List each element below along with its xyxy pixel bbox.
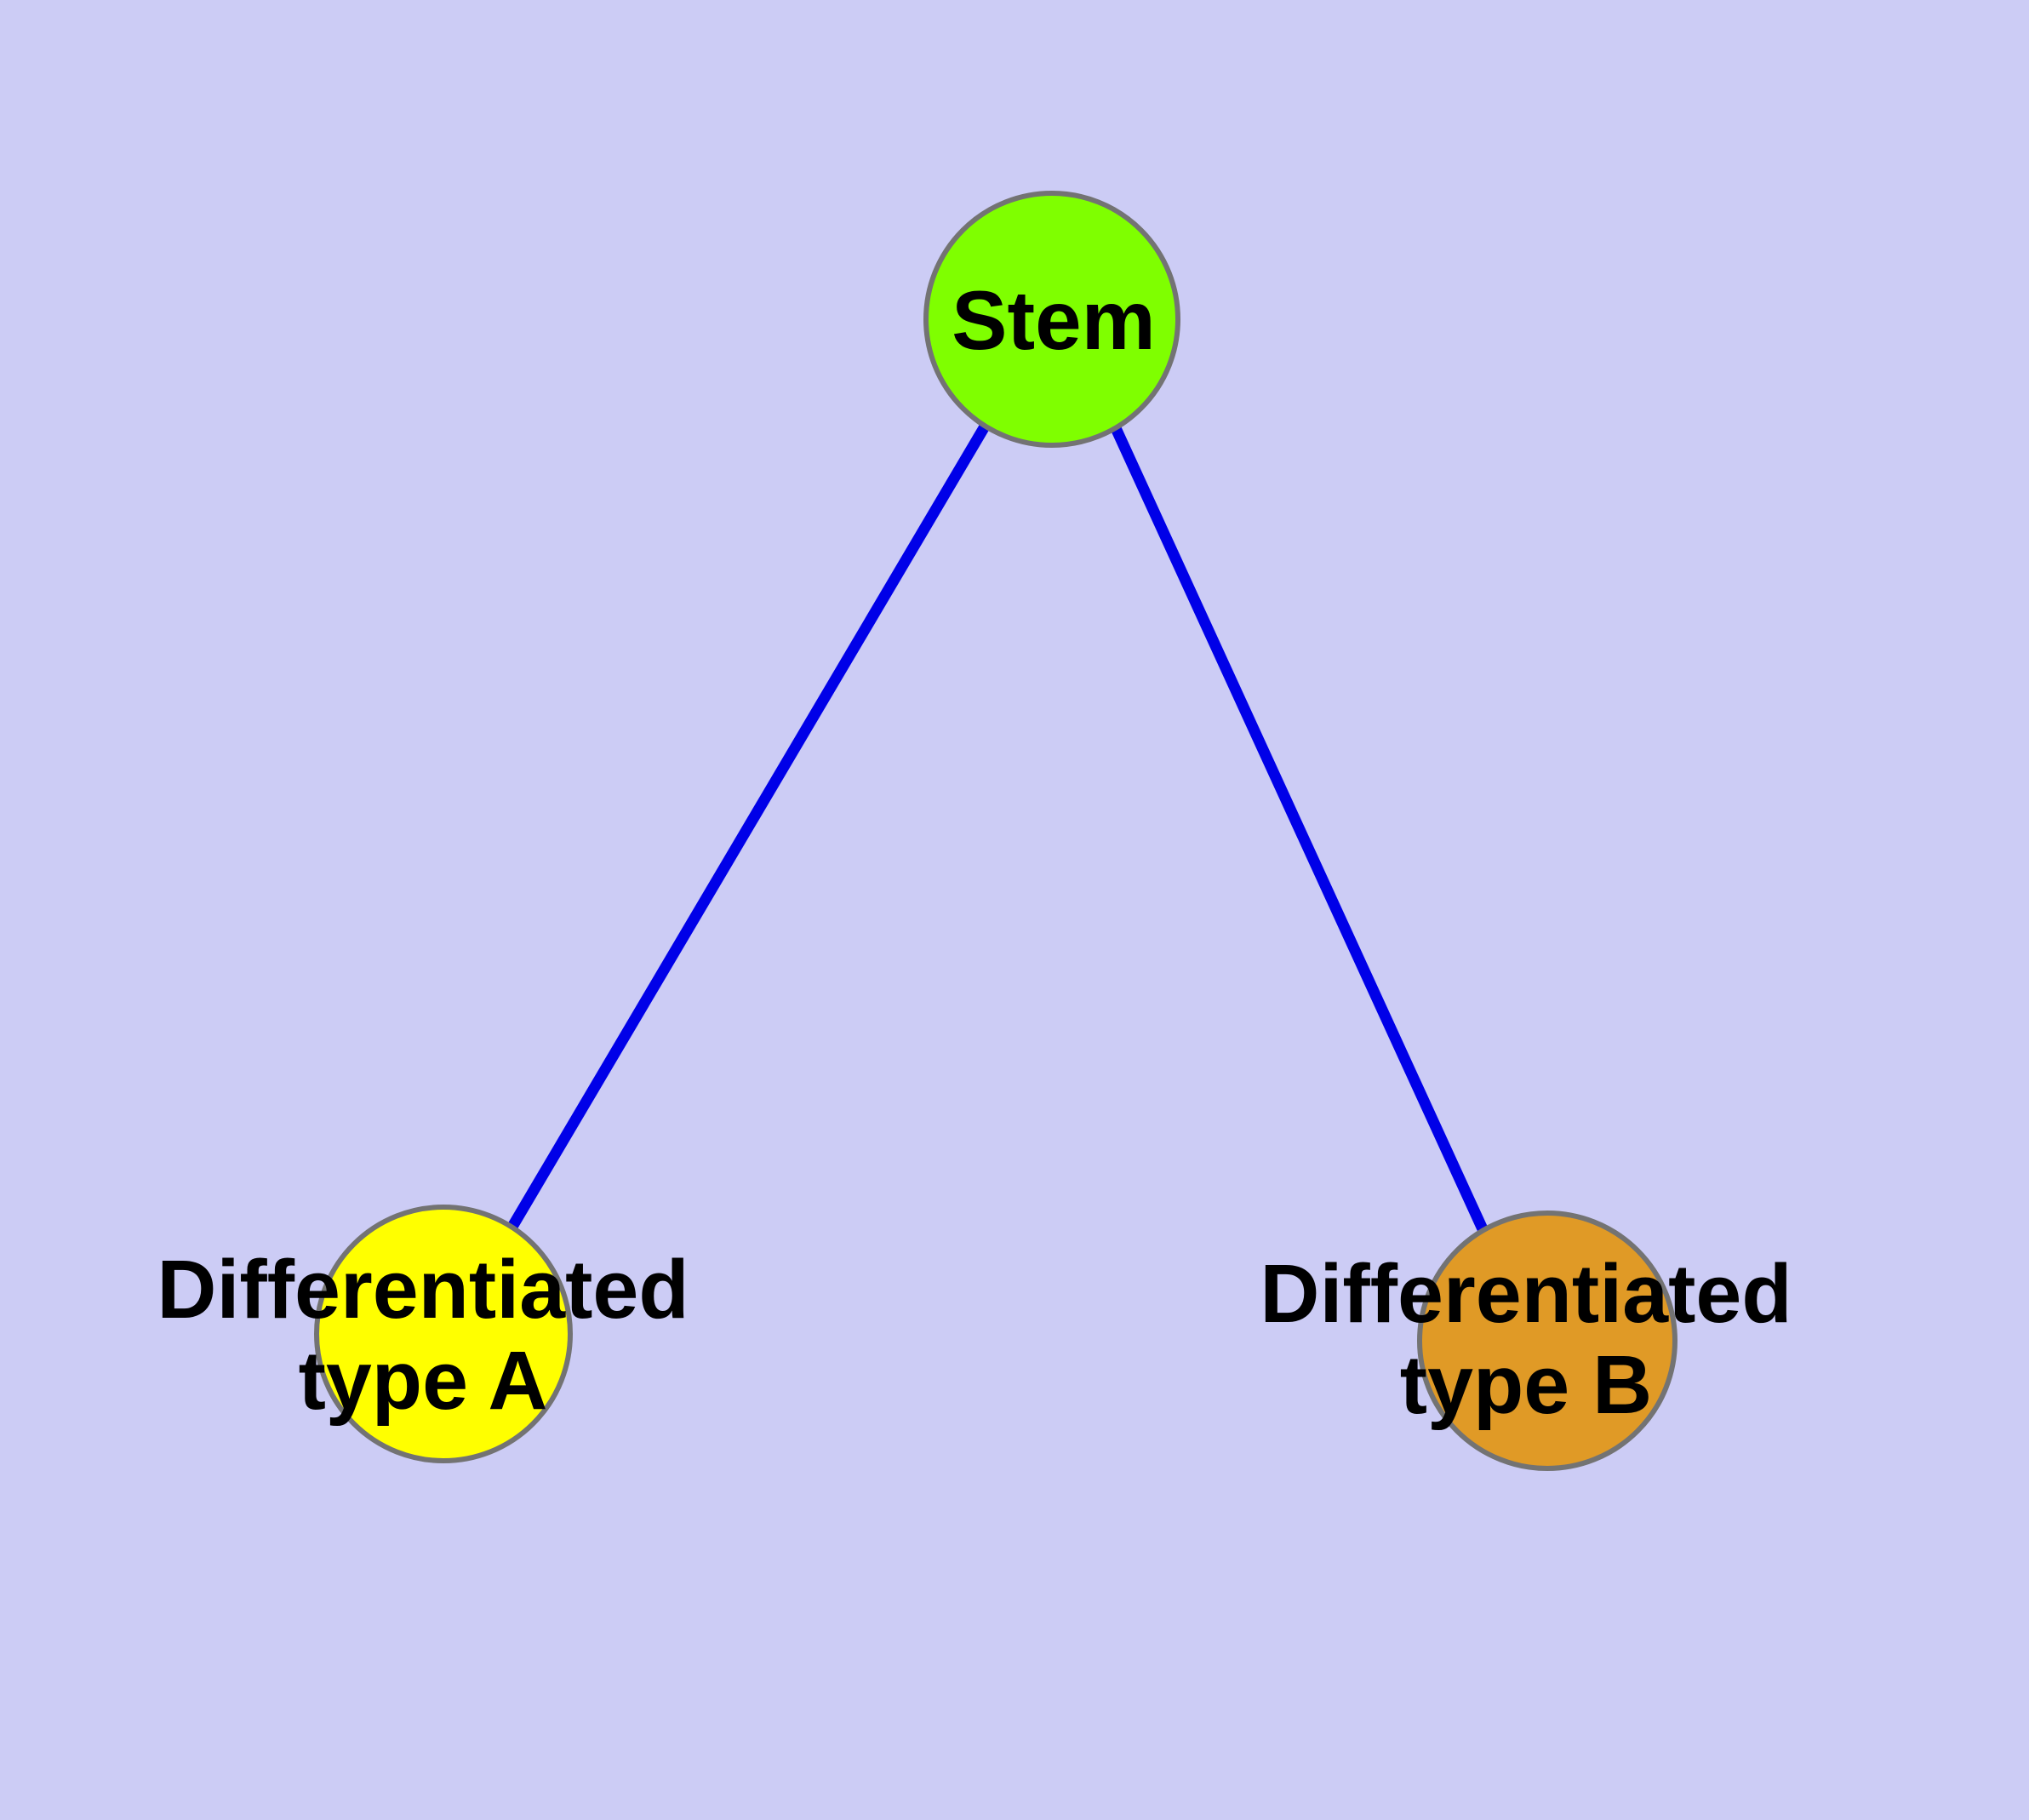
node-differentiated-type-b-label-line2: type B — [1400, 1338, 1652, 1431]
node-layer — [314, 191, 1677, 1471]
edge-stem-to-diff-a[interactable] — [507, 423, 990, 1230]
edge-stem-to-diff-b[interactable] — [1111, 426, 1489, 1233]
label-layer: Stem Differentiated type A Differentiate… — [157, 273, 1792, 1431]
node-differentiated-type-b[interactable] — [1417, 1210, 1677, 1471]
edge-layer — [507, 423, 1489, 1233]
node-differentiated-type-a-label-line1: Differentiated — [157, 1243, 689, 1336]
node-differentiated-type-b-label-line1: Differentiated — [1260, 1247, 1792, 1340]
node-differentiated-type-a-label-line2: type A — [299, 1334, 548, 1427]
node-differentiated-type-a[interactable] — [314, 1205, 573, 1463]
node-stem[interactable] — [923, 191, 1180, 448]
node-stem-label: Stem — [952, 273, 1156, 367]
